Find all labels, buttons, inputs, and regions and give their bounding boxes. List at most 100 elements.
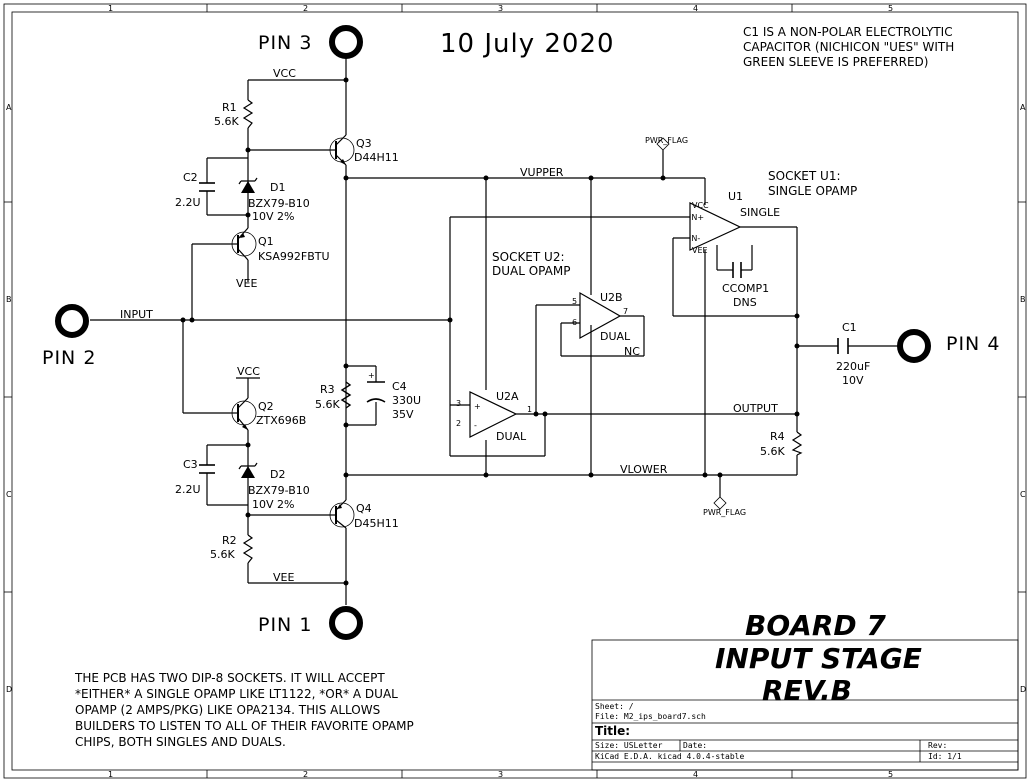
transistor-q2[interactable]: Q2 ZTX696B	[230, 397, 306, 431]
svg-text:D2: D2	[270, 468, 285, 481]
row-label-c-right: C	[1020, 490, 1026, 499]
svg-text:35V: 35V	[392, 408, 414, 421]
svg-text:330U: 330U	[392, 394, 421, 407]
svg-text:BOARD 7: BOARD 7	[745, 609, 886, 642]
svg-text:DUAL: DUAL	[496, 430, 527, 443]
svg-text:KiCad E.D.A. kicad 4.0.4-stab: KiCad E.D.A. kicad 4.0.4-stable	[595, 752, 744, 761]
svg-text:DUAL: DUAL	[600, 330, 631, 343]
svg-text:OPAMP (2 AMPS/PKG) LIKE OPA213: OPAMP (2 AMPS/PKG) LIKE OPA2134. THIS AL…	[75, 703, 380, 717]
col-label-5-bottom: 5	[888, 770, 893, 779]
transistor-q1[interactable]: Q1 KSA992FBTU	[230, 227, 330, 263]
net-vlower: VLOWER	[620, 463, 668, 476]
svg-text:R3: R3	[320, 383, 335, 396]
net-vee-bottom: VEE	[273, 571, 294, 584]
pin4-pad[interactable]: PIN 4	[897, 329, 1000, 363]
svg-text:C1 IS A NON-POLAR ELECTROLYTIC: C1 IS A NON-POLAR ELECTROLYTIC	[743, 25, 953, 39]
svg-text:DUAL OPAMP: DUAL OPAMP	[492, 264, 570, 278]
sheet-frame: 1 2 3 4 5 1 2 3 4 5 A B C D A B C D	[3, 3, 1027, 779]
svg-text:PWR_FLAG: PWR_FLAG	[703, 508, 746, 517]
row-label-c: C	[6, 490, 12, 499]
socket-u2-label: SOCKET U2: DUAL OPAMP	[492, 250, 570, 278]
col-label-4-bottom: 4	[693, 770, 698, 779]
svg-text:Q4: Q4	[356, 502, 372, 515]
svg-text:IN+: IN+	[689, 213, 704, 222]
svg-text:R4: R4	[770, 430, 785, 443]
wires	[90, 56, 898, 605]
svg-text:5.6K: 5.6K	[210, 548, 235, 561]
svg-text:7: 7	[623, 307, 628, 316]
svg-text:Q1: Q1	[258, 235, 274, 248]
resistor-r1[interactable]: R1 5.6K	[214, 99, 254, 129]
transistor-q4[interactable]: Q4 D45H11	[329, 499, 399, 530]
svg-text:PIN 1: PIN 1	[258, 614, 312, 636]
row-label-b-right: B	[1020, 295, 1026, 304]
svg-text:BZX79-B10: BZX79-B10	[248, 197, 310, 210]
note-c1: C1 IS A NON-POLAR ELECTROLYTIC CAPACITOR…	[743, 25, 954, 69]
col-label-2-bottom: 2	[303, 770, 308, 779]
resistor-r4[interactable]: R4 5.6K	[760, 430, 803, 458]
svg-text:PWR_FLAG: PWR_FLAG	[645, 136, 688, 145]
pwr-flag-lower: PWR_FLAG	[703, 496, 746, 517]
zener-d2[interactable]: D2 BZX79-B10 10V 2%	[238, 462, 310, 511]
svg-text:IN-: IN-	[689, 234, 700, 243]
svg-text:Size: USLetter: Size: USLetter	[595, 741, 663, 750]
col-label-4: 4	[693, 4, 698, 13]
pin3-pad[interactable]: PIN 3	[258, 25, 363, 59]
col-label-5: 5	[888, 4, 893, 13]
svg-text:C2: C2	[183, 171, 198, 184]
svg-text:6: 6	[572, 318, 577, 327]
svg-text:10V 2%: 10V 2%	[252, 498, 294, 511]
opamp-u2b[interactable]: U2B DUAL NC 5 6 7	[572, 291, 640, 358]
capacitor-ccomp1[interactable]: CCOMP1 DNS	[722, 262, 769, 309]
svg-text:CCOMP1: CCOMP1	[722, 282, 769, 295]
svg-text:*EITHER* A SINGLE OPAMP LIKE L: *EITHER* A SINGLE OPAMP LIKE LT1122, *OR…	[75, 687, 398, 701]
svg-text:U2B: U2B	[600, 291, 623, 304]
opamp-u1[interactable]: U1 SINGLE VCC IN+ IN- VEE	[689, 190, 780, 255]
resistor-r2[interactable]: R2 5.6K	[210, 534, 254, 564]
row-label-b: B	[6, 295, 12, 304]
svg-text:C4: C4	[392, 380, 407, 393]
svg-text:5.6K: 5.6K	[760, 445, 785, 458]
board-title: BOARD 7 INPUT STAGE REV.B	[715, 609, 922, 707]
svg-text:D44H11: D44H11	[354, 151, 399, 164]
svg-text:PIN 3: PIN 3	[258, 32, 312, 54]
svg-text:-: -	[474, 421, 477, 430]
svg-text:10V: 10V	[842, 374, 864, 387]
svg-text:Id: 1/1: Id: 1/1	[928, 752, 962, 761]
svg-text:2.2U: 2.2U	[175, 483, 201, 496]
col-label-2: 2	[303, 4, 308, 13]
pin1-pad[interactable]: PIN 1	[258, 606, 363, 640]
svg-text:REV.B: REV.B	[762, 674, 852, 707]
svg-text:Sheet: /: Sheet: /	[595, 702, 634, 711]
svg-text:BZX79-B10: BZX79-B10	[248, 484, 310, 497]
resistor-r3[interactable]: R3 5.6K	[315, 381, 352, 411]
row-label-a: A	[6, 103, 12, 112]
svg-text:10V 2%: 10V 2%	[252, 210, 294, 223]
pwr-flag-upper: PWR_FLAG	[645, 136, 688, 151]
svg-text:GREEN SLEEVE IS PREFERRED): GREEN SLEEVE IS PREFERRED)	[743, 55, 928, 69]
col-label-1: 1	[108, 4, 113, 13]
svg-text:ZTX696B: ZTX696B	[256, 414, 306, 427]
row-label-d-right: D	[1020, 685, 1026, 694]
pin2-pad[interactable]: PIN 2	[42, 304, 96, 369]
capacitor-c3[interactable]: C3 2.2U	[175, 458, 215, 496]
transistor-q3[interactable]: Q3 D44H11	[329, 134, 399, 166]
svg-text:Date:: Date:	[683, 741, 707, 750]
zener-d1[interactable]: D1 BZX79-B10 10V 2%	[238, 177, 310, 223]
row-label-a-right: A	[1020, 103, 1026, 112]
capacitor-c4[interactable]: + C4 330U 35V	[366, 371, 421, 421]
opamp-u2a[interactable]: U2A DUAL 3 2 + - 1	[456, 390, 532, 443]
svg-text:U2A: U2A	[496, 390, 519, 403]
capacitor-c1[interactable]: C1 220uF 10V	[836, 321, 870, 387]
capacitor-c2[interactable]: C2 2.2U	[175, 171, 215, 209]
row-label-d: D	[6, 685, 12, 694]
svg-text:D1: D1	[270, 181, 285, 194]
socket-u1-label: SOCKET U1: SINGLE OPAMP	[768, 169, 857, 198]
net-vupper: VUPPER	[520, 166, 564, 179]
svg-text:VCC: VCC	[692, 201, 709, 210]
note-pcb: THE PCB HAS TWO DIP-8 SOCKETS. IT WILL A…	[74, 671, 414, 749]
net-vcc-mid: VCC	[237, 365, 260, 378]
svg-text:220uF: 220uF	[836, 360, 870, 373]
svg-text:Q3: Q3	[356, 137, 372, 150]
svg-text:CAPACITOR (NICHICON "UES" WITH: CAPACITOR (NICHICON "UES" WITH	[743, 40, 954, 54]
